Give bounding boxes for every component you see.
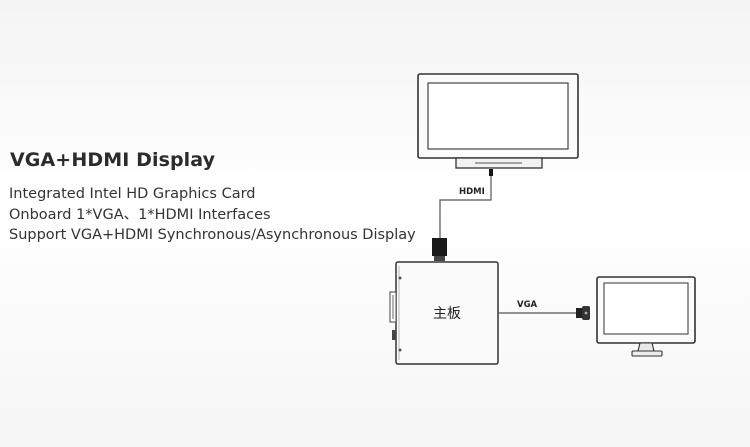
feature-item-graphics-card: Integrated Intel HD Graphics Card xyxy=(9,186,256,202)
tv-monitor-icon xyxy=(417,73,579,169)
vga-monitor-icon xyxy=(596,276,696,357)
feature-item-display-support: Support VGA+HDMI Synchronous/Asynchronou… xyxy=(9,227,416,243)
hdmi-label: HDMI xyxy=(459,187,485,197)
hdmi-cable xyxy=(432,169,493,261)
feature-item-interfaces: Onboard 1*VGA、1*HDMI Interfaces xyxy=(9,206,271,223)
motherboard-label: 主板 xyxy=(433,306,461,322)
vga-cable xyxy=(498,306,590,320)
feature-list: Integrated Intel HD Graphics Card Onboar… xyxy=(9,184,416,246)
vga-label: VGA xyxy=(517,300,538,310)
page-title: VGA+HDMI Display xyxy=(10,149,216,171)
